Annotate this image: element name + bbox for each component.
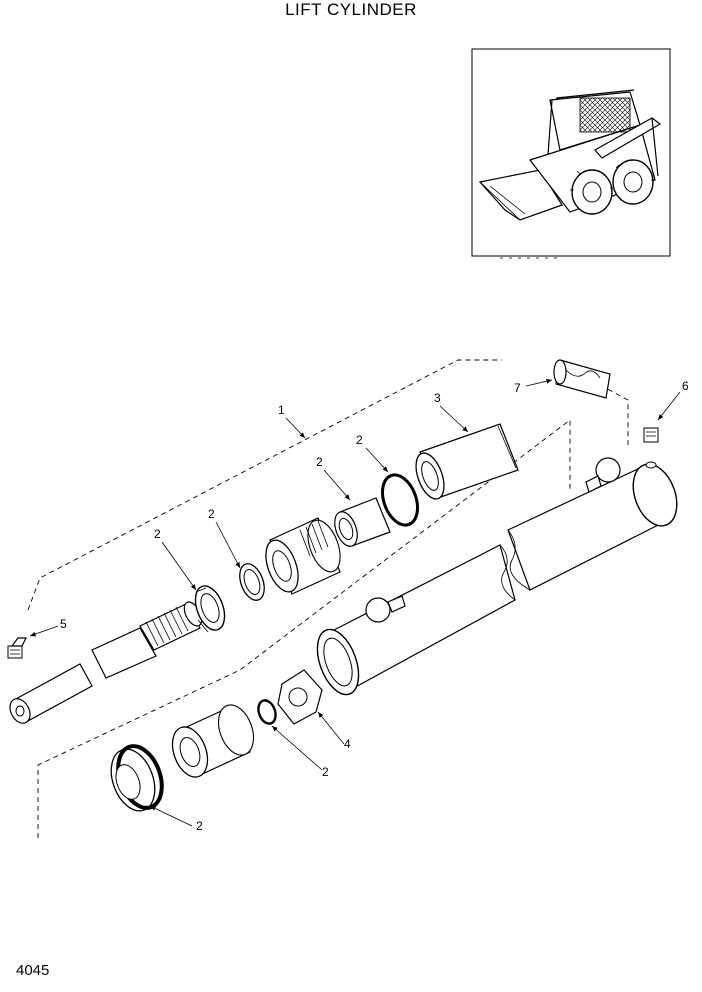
wiper-ring: [239, 563, 265, 601]
page-title: LIFT CYLINDER: [285, 0, 417, 19]
callout-2-bearing: 2: [154, 527, 161, 541]
leader-lines: [29, 378, 681, 827]
callout-4: 4: [344, 737, 351, 751]
callout-3: 3: [434, 391, 441, 405]
assembly-boundary: [27, 359, 629, 838]
pivot-bushing: [553, 359, 611, 399]
o-ring-small: [257, 699, 277, 725]
callout-2-small-o-ring: 2: [322, 765, 329, 779]
grease-fitting-right: [643, 427, 659, 469]
callout-2-wiper: 2: [208, 507, 215, 521]
piston-nut: [277, 669, 323, 725]
gland-seal: [334, 497, 391, 547]
gland-nut: [265, 517, 341, 595]
callout-6: 6: [682, 379, 689, 393]
piston-rod: [9, 601, 203, 724]
callout-2-piston-seal: 2: [196, 819, 203, 833]
machine-inset: [471, 48, 671, 259]
gland-bearing: [194, 585, 226, 633]
callout-2-o-ring: 2: [356, 433, 363, 447]
piston-seal: [110, 744, 164, 812]
o-ring-large: [381, 473, 419, 527]
callout-labels: 1 2 2 2 2 3 7 6 5 4 2 2: [60, 379, 689, 833]
page-number: 4045: [16, 962, 50, 979]
callout-1: 1: [278, 403, 285, 417]
callout-2-seal: 2: [316, 455, 323, 469]
grease-fitting-left: [7, 637, 27, 659]
skid-steer-loader-illustration: [478, 89, 662, 259]
callout-5: 5: [60, 617, 67, 631]
barrel-sleeve: [415, 423, 519, 500]
piston: [171, 704, 255, 778]
callout-7: 7: [514, 381, 521, 395]
cylinder-barrel: [316, 457, 678, 696]
